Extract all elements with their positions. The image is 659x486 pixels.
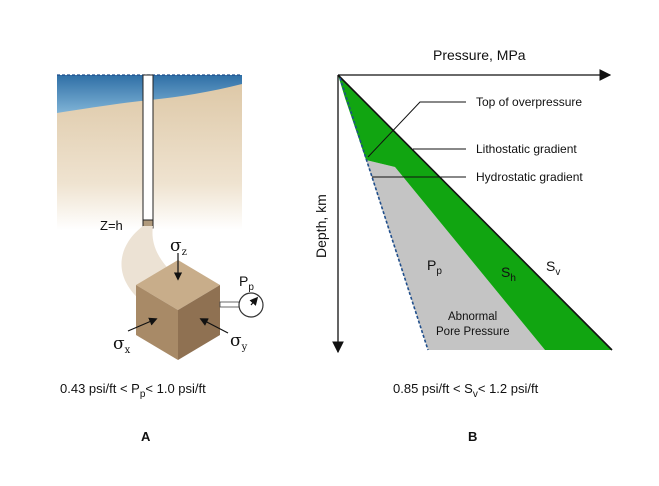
sigma-y-arrow bbox=[199, 318, 229, 334]
sh-label: Sh bbox=[501, 264, 516, 284]
panel-b: Pressure, MPa Depth, km Top of overpress… bbox=[313, 47, 613, 444]
caption-a: 0.43 psi/ft < Pp< 1.0 psi/ft bbox=[60, 381, 206, 400]
pp-label: Pp bbox=[427, 257, 442, 277]
top-overpressure-callout: Top of overpressure bbox=[476, 95, 582, 109]
hydrostatic-callout: Hydrostatic gradient bbox=[476, 170, 583, 184]
top-overpressure-leader bbox=[367, 101, 466, 158]
sigma-y-label: σy bbox=[230, 331, 248, 353]
sigma-x-arrow bbox=[127, 317, 158, 332]
gauge-needle bbox=[249, 296, 259, 306]
panel-letter-a: A bbox=[141, 429, 151, 444]
sigma-x-label: σx bbox=[113, 334, 131, 356]
panel-letter-b: B bbox=[468, 429, 477, 444]
wellbore bbox=[142, 74, 154, 224]
pore-pressure-label: Pp bbox=[239, 273, 254, 293]
gauge-pipe bbox=[219, 301, 240, 308]
hydrostatic-line bbox=[339, 77, 429, 351]
panel-a: Z=h σz σx σy Pp 0.43 psi/ft < Pp< 1.0 ps… bbox=[57, 74, 264, 444]
lithostatic-line bbox=[337, 74, 613, 351]
zone-label-line2: Pore Pressure bbox=[436, 326, 510, 338]
depth-label: Z=h bbox=[100, 218, 123, 233]
x-axis-label: Pressure, MPa bbox=[433, 47, 526, 63]
lithostatic-callout: Lithostatic gradient bbox=[476, 142, 577, 156]
y-axis-label: Depth, km bbox=[313, 194, 329, 258]
abnormal-pore-pressure-zone bbox=[366, 160, 545, 350]
sv-label: Sv bbox=[546, 258, 560, 278]
zone-label-line1: Abnormal bbox=[448, 311, 497, 323]
sigma-z-label: σz bbox=[170, 236, 187, 258]
caption-b: 0.85 psi/ft < Sv< 1.2 psi/ft bbox=[393, 381, 539, 400]
